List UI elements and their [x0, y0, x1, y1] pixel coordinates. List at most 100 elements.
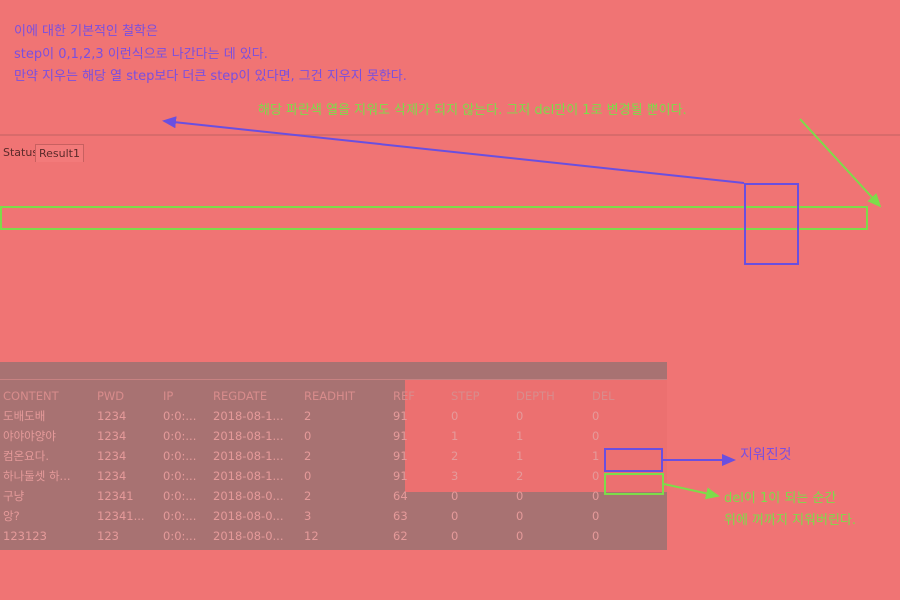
table-cell: 91 [393, 469, 408, 483]
column-header[interactable]: DEL [592, 389, 615, 403]
table-cell: 2018-08-0... [213, 489, 284, 503]
annotation-philosophy-line3: 만약 지우는 해당 열 step보다 더큰 step이 있다면, 그건 지우지 … [14, 69, 407, 84]
table-cell: 2018-08-0... [213, 529, 284, 543]
table-cell: 2 [304, 409, 312, 423]
column-header[interactable]: DEPTH [516, 389, 555, 403]
annotation-green-note: 해당 파란색 열을 지워도 삭제가 되지 않는다. 그저 del만이 1로 변경… [258, 103, 687, 118]
table-cell: 2018-08-0... [213, 509, 284, 523]
table-cell: 1 [516, 429, 524, 443]
column-header[interactable]: CONTENT [3, 389, 59, 403]
table-cell: 0 [516, 489, 524, 503]
table-cell: 0:0:... [163, 449, 197, 463]
green-row-highlight [0, 206, 868, 230]
annotation-bottom-line1: del이 1이 되는 순간 [724, 491, 837, 506]
table-cell: 123123 [3, 529, 47, 543]
table-cell: 91 [393, 409, 408, 423]
table-cell: 2 [304, 449, 312, 463]
table-cell: 하나둘셋 하... [3, 469, 71, 483]
zoomed-grid-panel: CONTENT PWD IP REGDATE READHIT REF STEP DEPTH DE… [0, 362, 667, 550]
column-header[interactable]: PWD [97, 389, 125, 403]
table-cell: 1 [451, 429, 459, 443]
table-cell: 2 [304, 489, 312, 503]
arrow-to-bottom-note [663, 483, 720, 500]
column-header[interactable]: READHIT [304, 389, 356, 403]
table-cell: 3 [304, 509, 312, 523]
zoomed-table-row[interactable]: 도배도배 1234 0:0:... 2018-08-1... 2 91 0 0 0 [0, 406, 667, 426]
table-cell: 2 [516, 469, 524, 483]
table-cell: 0 [592, 429, 600, 443]
table-cell: 91 [393, 449, 408, 463]
green-del-highlight [604, 473, 664, 495]
table-cell: 91 [393, 429, 408, 443]
table-cell: 1234 [97, 449, 127, 463]
table-cell: 0 [592, 409, 600, 423]
annotation-philosophy-line2: step이 0,1,2,3 이런식으로 나간다는 데 있다. [14, 47, 268, 62]
arrow-to-philosophy [162, 116, 745, 184]
table-cell: 1234 [97, 469, 127, 483]
column-header[interactable]: REF [393, 389, 415, 403]
table-cell: 0 [592, 469, 600, 483]
blue-step-highlight [744, 183, 799, 265]
zoomed-table-row[interactable]: 하나둘셋 하... 1234 0:0:... 2018-08-1... 0 91 3 2 0 [0, 466, 667, 486]
table-cell: 0 [516, 529, 524, 543]
table-cell: 구냥 [3, 489, 25, 503]
arrow-to-green-row [799, 118, 882, 208]
table-cell: 0 [592, 489, 600, 503]
table-cell: 0 [451, 409, 459, 423]
zoomed-grid-header-row: CONTENT PWD IP REGDATE READHIT REF STEP DEPTH DE… [0, 386, 667, 406]
table-cell: 도배도배 [3, 409, 46, 423]
table-cell: 0 [516, 509, 524, 523]
table-cell: 12341... [97, 509, 145, 523]
table-cell: 0 [304, 469, 312, 483]
table-cell: 0 [592, 529, 600, 543]
table-cell: 0:0:... [163, 429, 197, 443]
column-header[interactable]: STEP [451, 389, 480, 403]
table-cell: 2 [451, 449, 459, 463]
table-cell: 1 [592, 449, 600, 463]
column-header[interactable]: IP [163, 389, 174, 403]
table-cell: 0 [516, 409, 524, 423]
table-cell: 0 [304, 429, 312, 443]
table-cell: 1 [516, 449, 524, 463]
table-cell: 64 [393, 489, 408, 503]
zoomed-table-row[interactable]: 구냥 12341 0:0:... 2018-08-0... 2 64 0 0 0 [0, 486, 667, 506]
table-cell: 2018-08-1... [213, 469, 284, 483]
annotation-deleted: 지워진것 [740, 447, 792, 463]
table-cell: 62 [393, 529, 408, 543]
table-cell: 3 [451, 469, 459, 483]
table-cell: 2018-08-1... [213, 429, 284, 443]
table-cell: 0 [592, 509, 600, 523]
table-cell: 123 [97, 529, 119, 543]
table-cell: 컴온요다. [3, 449, 49, 463]
zoomed-result-grid: CONTENT PWD IP REGDATE READHIT REF STEP DEPTH DE… [0, 386, 667, 546]
table-cell: 12 [304, 529, 319, 543]
table-cell: 1234 [97, 429, 127, 443]
table-cell: 0 [451, 509, 459, 523]
table-cell: 1234 [97, 409, 127, 423]
table-cell: 0 [451, 529, 459, 543]
column-header[interactable]: REGDATE [213, 389, 268, 403]
annotation-bottom-line2: 위에 꺼까지 지워버린다. [724, 513, 856, 528]
tab-status[interactable]: Status [3, 146, 39, 159]
table-cell: 2018-08-1... [213, 409, 284, 423]
table-cell: 0:0:... [163, 509, 197, 523]
table-cell: 63 [393, 509, 408, 523]
table-cell: 2018-08-1... [213, 449, 284, 463]
zoomed-table-row[interactable]: 앙? 12341... 0:0:... 2018-08-0... 3 63 0 0 0 [0, 506, 667, 526]
table-cell: 0:0:... [163, 469, 197, 483]
table-cell: 0 [451, 489, 459, 503]
pane-divider [0, 134, 900, 136]
table-cell: 0:0:... [163, 409, 197, 423]
blue-del-highlight [604, 448, 663, 472]
header-separator [0, 379, 667, 380]
table-cell: 0:0:... [163, 529, 197, 543]
tab-result1[interactable]: Result1 [35, 144, 84, 162]
table-cell: 0:0:... [163, 489, 197, 503]
table-cell: 12341 [97, 489, 134, 503]
table-cell: 앙? [3, 509, 20, 523]
zoomed-table-row[interactable]: 컴온요다. 1234 0:0:... 2018-08-1... 2 91 2 1 1 [0, 446, 667, 466]
annotation-philosophy-line1: 이에 대한 기본적인 철학은 [14, 24, 158, 39]
